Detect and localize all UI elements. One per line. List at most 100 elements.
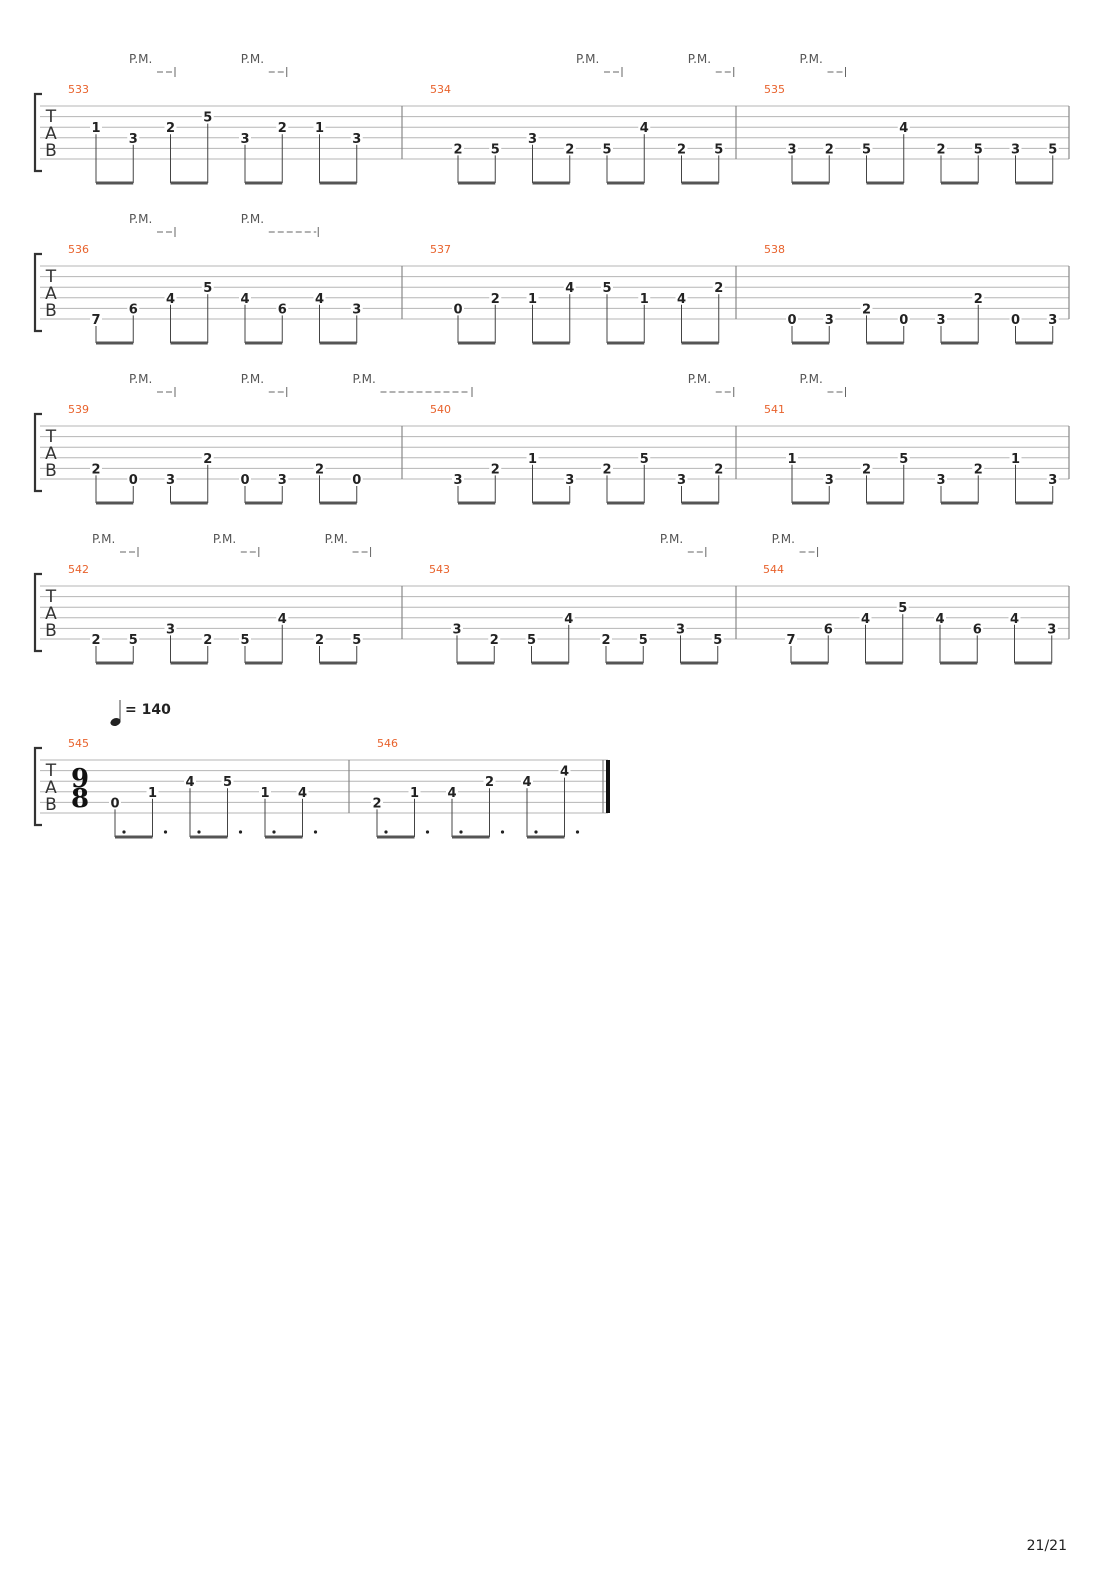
fret-bg [259, 784, 271, 798]
tab-clef-letter: T [45, 267, 57, 287]
fret-number: 2 [203, 452, 212, 467]
fret-bg [452, 141, 464, 155]
fret-bg [146, 784, 159, 798]
tempo-marking: = 140 [110, 700, 171, 726]
fret-number: 4 [899, 121, 908, 136]
fret-number: 2 [825, 142, 834, 157]
fret-bg [897, 450, 910, 464]
fret-number: 5 [862, 142, 871, 157]
fret-number: 1 [148, 786, 157, 801]
fret-number: 4 [298, 786, 307, 801]
time-signature-bottom: 8 [71, 784, 89, 814]
fret-bg [860, 141, 873, 155]
tab-clef-letter: T [45, 587, 57, 607]
fret-number: 2 [91, 462, 100, 477]
duration-dot [384, 830, 388, 834]
fret-bg [711, 632, 724, 645]
fret-number: 0 [787, 313, 796, 328]
fret-bg [201, 632, 214, 645]
palm-mute-label: P.M. [325, 532, 348, 546]
fret-number: 5 [714, 142, 723, 157]
fret-number: 2 [936, 142, 945, 157]
tab-clef-letter: A [45, 444, 57, 464]
palm-mute-label: P.M. [660, 532, 683, 546]
time-signature-top: 9 [71, 764, 89, 794]
tab-clef-letter: B [45, 621, 57, 641]
fret-bg [601, 280, 613, 294]
fret-number: 5 [491, 142, 500, 157]
fret-bg [526, 450, 539, 464]
fret-number: 5 [352, 633, 361, 648]
fret-number: 0 [453, 302, 462, 317]
fret-number: 2 [91, 633, 100, 648]
measure-number: 542 [68, 563, 89, 576]
fret-bg [489, 141, 502, 155]
palm-mute-label: P.M. [241, 372, 264, 386]
palm-mute-label: P.M. [241, 212, 264, 226]
fret-bg [1046, 472, 1059, 485]
fret-number: 4 [447, 786, 456, 801]
fret-number: 1 [528, 452, 537, 467]
fret-number: 5 [974, 142, 983, 157]
fret-number: 2 [974, 292, 983, 307]
fret-bg [90, 312, 102, 325]
fret-number: 1 [640, 292, 649, 307]
fret-bg [638, 120, 651, 134]
measure-number: 543 [429, 563, 450, 576]
fret-bg [897, 312, 910, 325]
fret-number: 2 [601, 633, 610, 648]
fret-number: 1 [260, 786, 269, 801]
fret-number: 2 [490, 633, 499, 648]
fret-bg [452, 472, 464, 485]
fret-number: 6 [278, 302, 287, 317]
fret-bg [408, 784, 421, 798]
palm-mute-label: P.M. [688, 372, 711, 386]
fret-number: 2 [315, 462, 324, 477]
fret-bg [823, 141, 836, 155]
duration-dot [425, 830, 430, 834]
fret-bg [601, 461, 613, 475]
fret-bg [823, 312, 836, 325]
fret-number: 2 [565, 142, 574, 157]
fret-bg [935, 312, 947, 325]
fret-number: 2 [862, 302, 871, 317]
fret-number: 4 [240, 292, 249, 307]
fret-bg [971, 621, 984, 635]
fret-number: 3 [1011, 142, 1020, 157]
tab-clef-letter: B [45, 461, 57, 481]
fret-number: 4 [935, 612, 944, 627]
palm-mute-label: P.M. [688, 52, 711, 66]
fret-number: 0 [240, 473, 249, 488]
fret-number: 3 [936, 473, 945, 488]
tab-clef-letter: A [45, 778, 57, 798]
fret-number: 2 [491, 462, 500, 477]
system-bracket [33, 252, 42, 333]
fret-bg [638, 290, 651, 304]
fret-number: 2 [372, 796, 381, 811]
fret-bg [860, 461, 873, 475]
fret-bg [558, 763, 571, 777]
fret-bg [313, 290, 326, 304]
tab-clef-letter: B [45, 141, 57, 161]
duration-dot [459, 830, 463, 834]
fret-number: 3 [352, 302, 361, 317]
fret-number: 0 [352, 473, 361, 488]
fret-bg [109, 795, 121, 809]
fret-number: 4 [560, 765, 569, 780]
fret-number: 5 [527, 633, 536, 648]
fret-bg [935, 141, 947, 155]
tab-clef-letter: A [45, 124, 57, 144]
fret-bg [276, 610, 289, 624]
measure-number: 533 [68, 83, 89, 96]
fret-bg [786, 450, 798, 464]
fret-number: 3 [825, 473, 834, 488]
palm-mute-label: P.M. [129, 372, 152, 386]
fret-number: 4 [166, 292, 175, 307]
page-number: 21/21 [1026, 1538, 1067, 1554]
fret-number: 4 [861, 612, 870, 627]
tempo-value: = 140 [125, 702, 171, 718]
fret-bg [350, 632, 363, 645]
fret-bg [452, 301, 464, 315]
fret-bg [221, 774, 234, 788]
